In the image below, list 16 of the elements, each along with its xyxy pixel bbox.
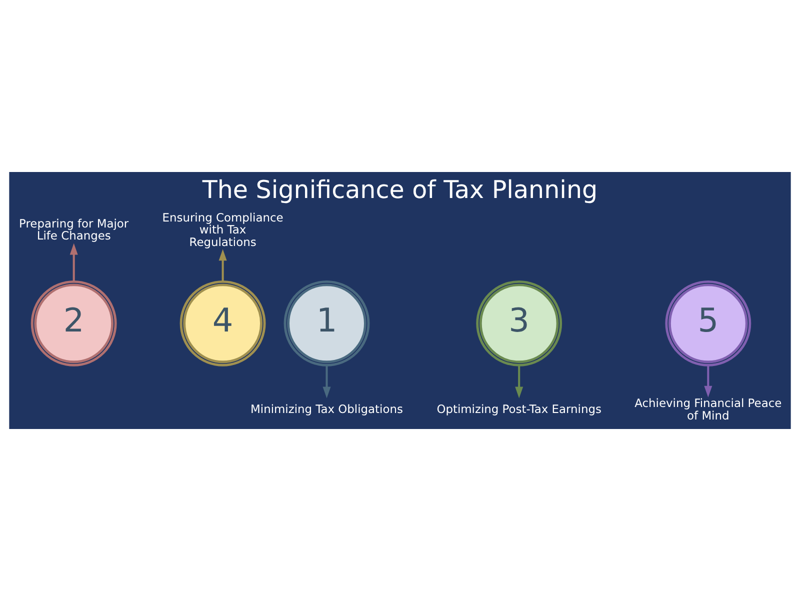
node-circle: 5	[665, 280, 752, 366]
node-circle: 4	[180, 280, 266, 366]
node-text: Preparing for Major Life Changes	[19, 216, 129, 242]
arrow	[515, 364, 524, 398]
node-circle: 1	[284, 280, 370, 366]
node-text: Optimizing Post-Tax Earnings	[436, 402, 602, 416]
arrow	[704, 364, 712, 397]
node-circle: 3	[476, 280, 562, 366]
diagram-title: The Significance of Tax Planning	[202, 174, 598, 204]
arrow	[70, 242, 78, 281]
node-text: Ensuring Compliance with Tax Regulations	[162, 210, 284, 248]
arrow	[322, 364, 331, 398]
arrow	[218, 248, 227, 282]
node-text: Minimizing Tax Obligations	[250, 402, 403, 416]
node-text: Achieving Financial Peace of Mind	[634, 396, 782, 422]
node-circle: 2	[30, 280, 117, 366]
